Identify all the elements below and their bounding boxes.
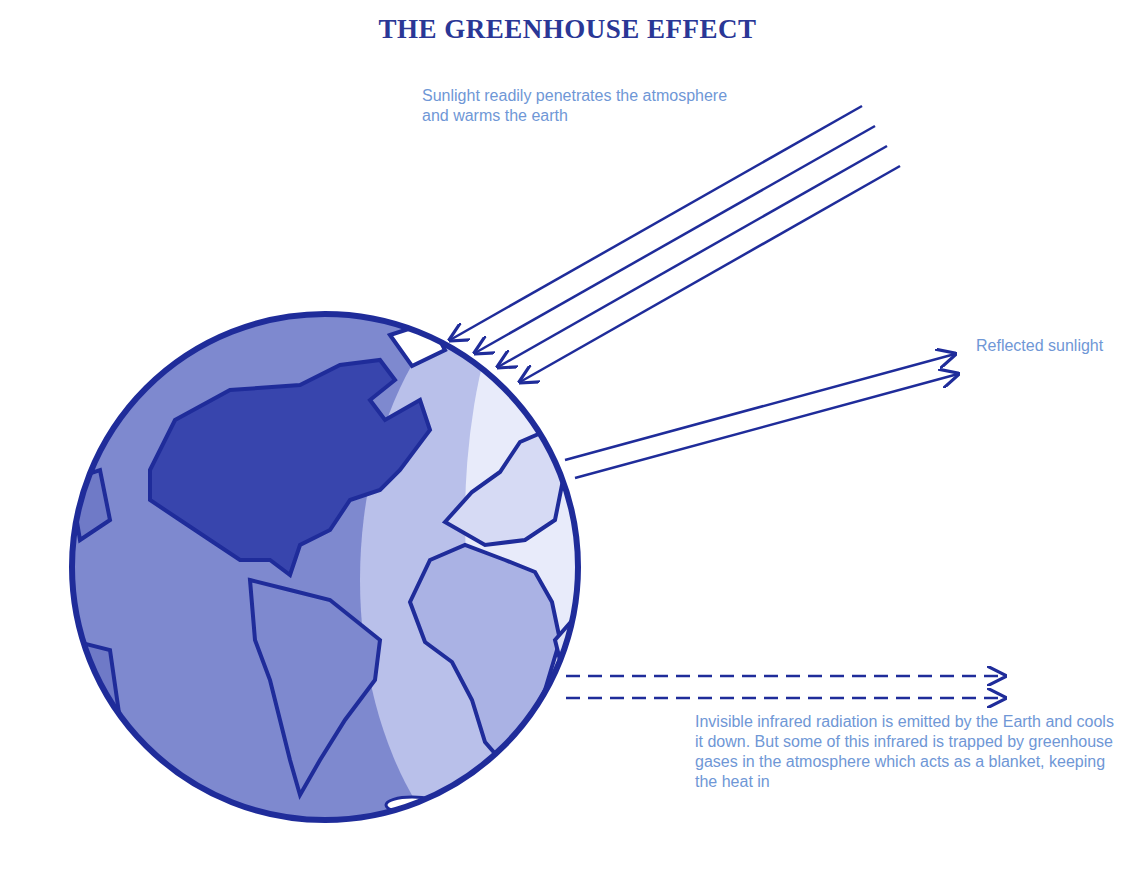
earth-globe (70, 220, 760, 870)
infrared-arrows (566, 676, 1005, 698)
annotation-label: Reflected sunlight (976, 336, 1106, 356)
reflected-arrows (565, 354, 958, 478)
annotation-label: Sunlight readily penetrates the atmosphe… (422, 86, 752, 126)
sunlight-arrows (450, 106, 900, 382)
diagram-title: THE GREENHOUSE EFFECT (0, 14, 1135, 45)
annotation-label: Invisible infrared radiation is emitted … (695, 712, 1125, 792)
